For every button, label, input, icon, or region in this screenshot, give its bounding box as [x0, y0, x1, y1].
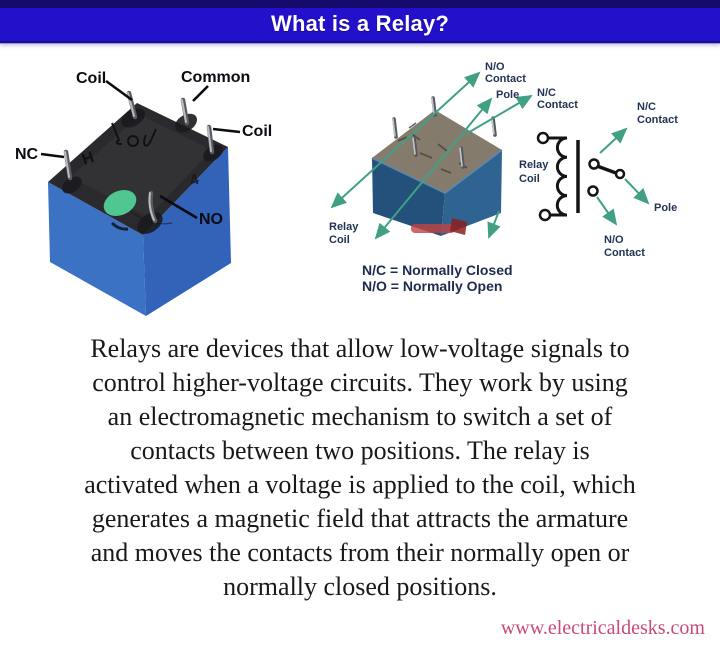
paragraph-line: Relays are devices that allow low-voltag… [90, 334, 630, 363]
schematic-no-1: N/O [604, 234, 624, 246]
schematic-pole: Pole [654, 202, 677, 214]
label-nc: NC [15, 146, 39, 163]
schematic-arrows [596, 127, 650, 226]
coil-terminal-bottom [538, 208, 552, 222]
label-no: NO [199, 211, 223, 228]
paragraph-line: generates a magnetic field that attracts… [91, 504, 629, 533]
paragraph-line: activated when a voltage is applied to t… [84, 470, 636, 499]
label-no-contact-1: N/O [485, 61, 505, 73]
page-title: What is a Relay? [270, 11, 450, 36]
coil-terminal-top [536, 131, 550, 145]
relay-green-dot [103, 190, 137, 216]
switch-arm [596, 164, 617, 175]
label-no-contact-2: Contact [485, 73, 526, 85]
relay-photo-diagram: H 4 [15, 69, 272, 316]
paragraph-line: and moves the contacts from their normal… [90, 538, 630, 567]
website-url: www.electricaldesks.com [500, 617, 705, 639]
legend-nc: N/C = Normally Closed [362, 262, 513, 278]
label-coil-top: Coil [76, 70, 106, 87]
title-bar: What is a Relay? [0, 0, 720, 43]
label-nc-contact-1: N/C [537, 87, 556, 99]
schematic-no-2: Contact [604, 247, 645, 259]
relay-marking-h: H [80, 149, 96, 169]
coil-symbol [548, 136, 580, 217]
label-coil-right: Coil [242, 123, 272, 140]
paragraph-line: an electromagnetic mechanism to switch a… [107, 402, 613, 431]
callout-arrows [330, 71, 533, 240]
label-nc-contact-2: Contact [537, 99, 578, 111]
no-terminal [587, 185, 599, 197]
paragraph-line: control higher-voltage circuits. They wo… [92, 368, 628, 397]
label-pole: Pole [496, 89, 519, 101]
pole-terminal [614, 168, 626, 180]
schematic-nc-2: Contact [637, 114, 678, 126]
pin-pointer-lines [40, 79, 241, 220]
relay-right-face [143, 147, 231, 316]
label-relay-coil-1: Relay [329, 221, 359, 233]
relay-wiring-diagram: N/O Contact Pole N/C Contact Relay Coil … [329, 61, 578, 294]
legend-no: N/O = Normally Open [362, 278, 502, 294]
relay-left-face [48, 182, 146, 316]
paragraph-line: contacts between two positions. The rela… [130, 436, 590, 465]
paragraph-line: normally closed positions. [223, 572, 497, 601]
relay-logo-engraving [111, 122, 157, 147]
relay-schematic: Relay Coil N/C Contact Pole N/O Contact [519, 101, 678, 259]
schematic-relay-coil-2: Coil [519, 173, 540, 185]
schematic-relay-coil-1: Relay [519, 159, 549, 171]
schematic-nc-1: N/C [637, 101, 656, 113]
label-common: Common [181, 69, 250, 86]
nc-terminal [588, 158, 600, 170]
relay-illustration: H 4 [15, 61, 678, 316]
label-relay-coil-2: Coil [329, 234, 350, 246]
description-text: Relays are devices that allow low-voltag… [0, 332, 720, 604]
